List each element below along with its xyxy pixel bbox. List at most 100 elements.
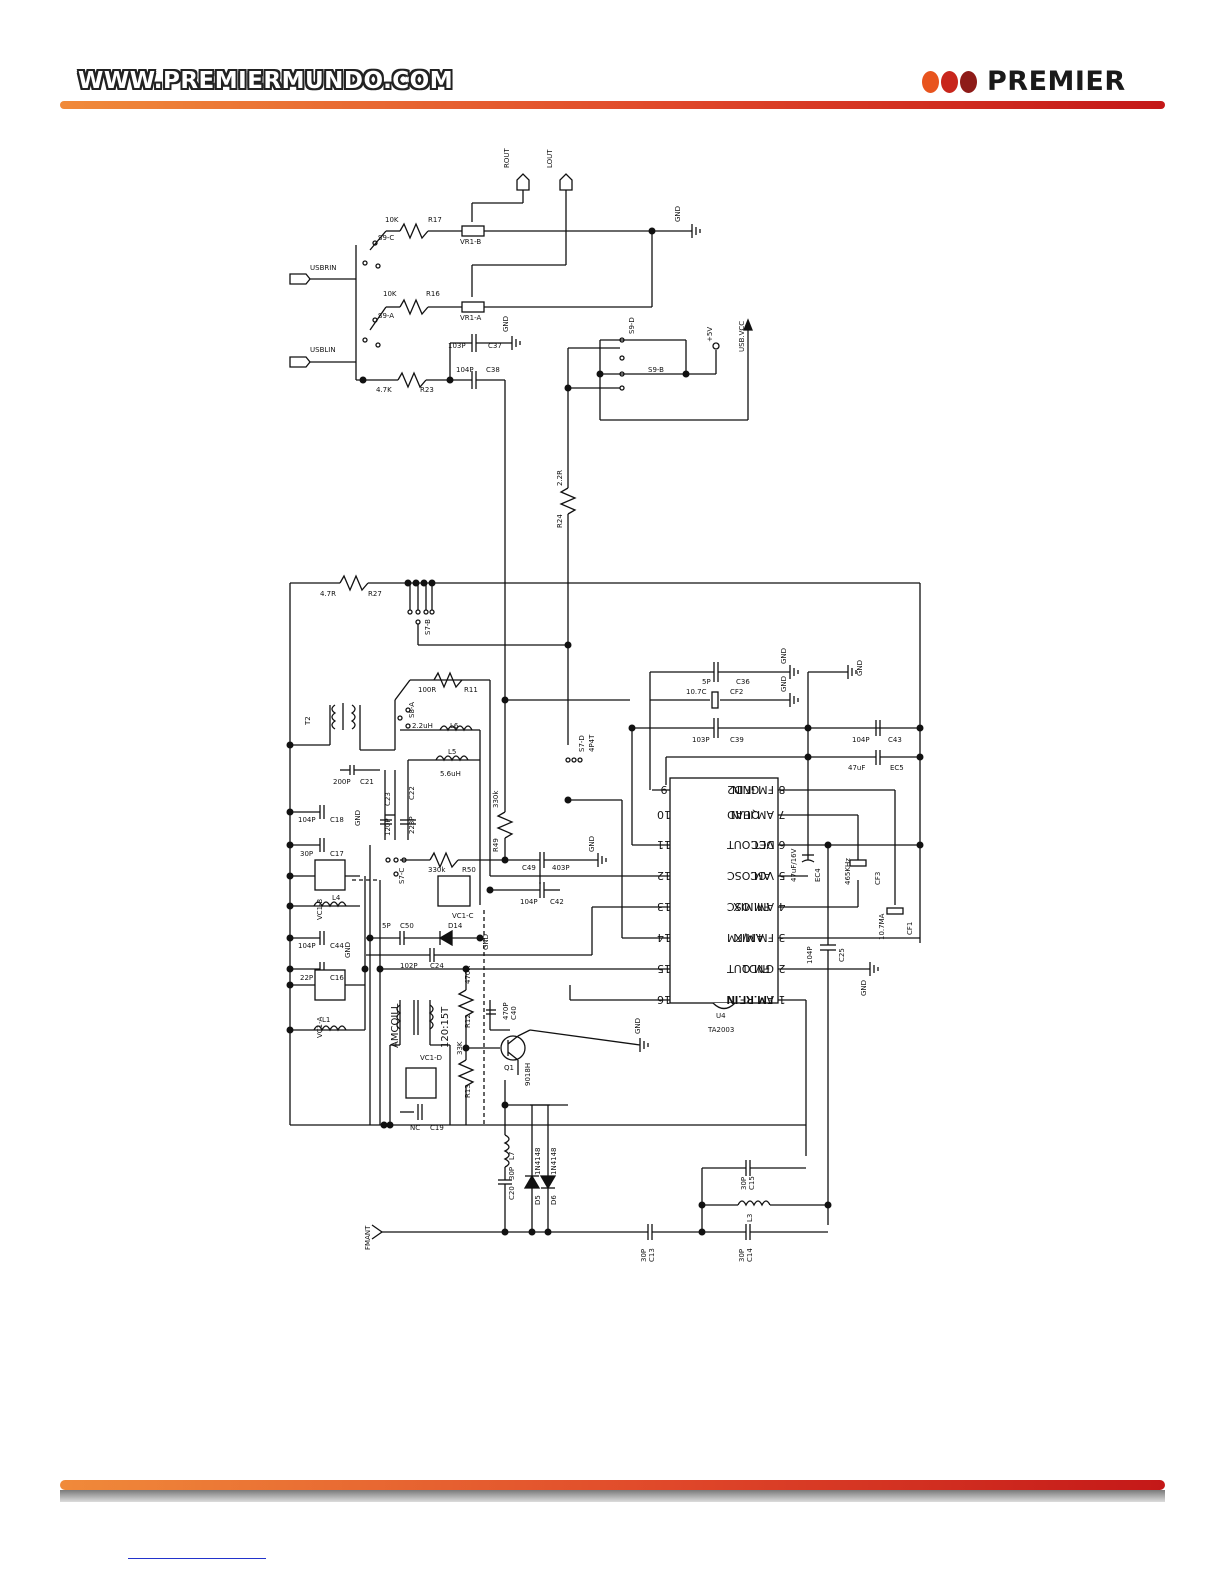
label-c44-val: 104P bbox=[298, 942, 316, 950]
label-r23-val: 4.7K bbox=[376, 386, 392, 394]
label-usbrin: USBRIN bbox=[310, 264, 337, 272]
label-s7d-val: 4P4T bbox=[588, 734, 596, 752]
label-fmant: FMANT bbox=[364, 1225, 372, 1250]
header-bar bbox=[60, 101, 1165, 109]
label-c39: C39 bbox=[730, 736, 744, 744]
label-r13-val: 33K bbox=[456, 1041, 464, 1055]
label-c23-val: 120P bbox=[384, 818, 392, 836]
label-r23: R23 bbox=[420, 386, 434, 394]
label-gnd-q1: GND bbox=[634, 1018, 642, 1034]
label-l4: L4 bbox=[332, 894, 341, 902]
label-gnd-c25: GND bbox=[860, 980, 868, 996]
label-ratio: 120:15T bbox=[440, 1006, 451, 1048]
label-gnd-c37: GND bbox=[502, 316, 510, 332]
label-l3: L3 bbox=[746, 1214, 754, 1222]
label-r24: R24 bbox=[556, 514, 564, 528]
label-c14: C14 bbox=[746, 1248, 754, 1262]
ic-pin-name-left: DET.OUT bbox=[727, 838, 775, 851]
label-s9c: S9-C bbox=[378, 234, 394, 242]
label-c14-val: 30P bbox=[738, 1249, 746, 1262]
label-c25: C25 bbox=[838, 948, 846, 962]
label-amcoil: AMCOILL bbox=[390, 1003, 401, 1048]
label-l6: L6 bbox=[450, 722, 459, 730]
label-c19: C19 bbox=[430, 1124, 444, 1132]
label-c16: C16 bbox=[330, 974, 344, 982]
header-url[interactable]: WWW.PREMIERMUNDO.COM bbox=[78, 68, 454, 94]
label-c39-val: 103P bbox=[692, 736, 710, 744]
label-r17: R17 bbox=[428, 216, 442, 224]
label-c18: C18 bbox=[330, 816, 344, 824]
label-d14: D14 bbox=[448, 922, 463, 930]
label-s9b: S9-B bbox=[648, 366, 664, 374]
label-c20: C20 bbox=[508, 1186, 516, 1200]
label-c17: C17 bbox=[330, 850, 344, 858]
label-c20-val: 30P bbox=[508, 1167, 516, 1180]
label-c22-val: 223P bbox=[408, 816, 416, 834]
label-lout: LOUT bbox=[546, 149, 554, 168]
label-l7: L7 bbox=[508, 1152, 516, 1160]
label-c49-val: 403P bbox=[552, 864, 570, 872]
label-s9a: S9-A bbox=[378, 312, 394, 320]
ic-pin-name-right: FM.IF.IN bbox=[732, 783, 774, 796]
ic-part: TA2003 bbox=[707, 1026, 734, 1034]
wires bbox=[289, 173, 921, 1240]
ic-pin-num-left: 15 bbox=[657, 962, 671, 975]
ic-pin-name-right: AM.IF.IN bbox=[731, 808, 774, 821]
label-vr1a: VR1-A bbox=[460, 314, 481, 322]
ic-pin-num-right: 5 bbox=[779, 869, 786, 882]
ic-pin-name-left: QUAD bbox=[727, 808, 760, 821]
label-c25-val: 104P bbox=[806, 946, 814, 964]
label-c38-val: 104P bbox=[456, 366, 474, 374]
label-d5: D5 bbox=[534, 1195, 542, 1205]
ic-body bbox=[669, 777, 779, 1004]
label-q1-val: 9018H bbox=[524, 1063, 532, 1086]
label-plus5v: +5V bbox=[706, 327, 714, 342]
label-gnd-cf2: GND bbox=[780, 676, 788, 692]
ic-pin-name-left: GND2 bbox=[727, 783, 759, 796]
label-gnd-c36: GND bbox=[780, 648, 788, 664]
label-gnd-c24: GND bbox=[482, 934, 490, 950]
ic-pin-name-left: FM.OUT bbox=[727, 962, 770, 975]
logo-dot-1 bbox=[922, 70, 939, 93]
label-c50-val: 5P bbox=[382, 922, 391, 930]
label-s7c: S7-C bbox=[398, 868, 406, 884]
label-c40: C40 bbox=[510, 1006, 518, 1020]
ic-ref: U4 bbox=[716, 1012, 726, 1020]
ic-pin-name-left: AM.OSC bbox=[727, 869, 771, 882]
label-l6-val: 2.2uH bbox=[412, 722, 433, 730]
footer-link[interactable] bbox=[128, 1558, 266, 1559]
ic-pin-num-left: 11 bbox=[657, 838, 671, 851]
label-gnd-c18: GND bbox=[354, 810, 362, 826]
label-ec4-val: 47uF/16V bbox=[790, 848, 798, 882]
ic-pin-name-left: AM/FM bbox=[727, 931, 764, 944]
label-q1: Q1 bbox=[504, 1064, 514, 1072]
label-c43-val: 104P bbox=[852, 736, 870, 744]
logo-dot-3 bbox=[960, 70, 977, 93]
label-d6: D6 bbox=[550, 1195, 558, 1205]
label-c43: C43 bbox=[888, 736, 902, 744]
ic-pin-name-right: FM.MIX bbox=[734, 931, 774, 944]
footer-bar-shadow bbox=[60, 1490, 1165, 1502]
label-gnd-c49: GND bbox=[588, 836, 596, 852]
label-r49-val: 330k bbox=[492, 790, 500, 808]
label-c15-val: 30P bbox=[740, 1177, 748, 1190]
label-c18-val: 104P bbox=[298, 816, 316, 824]
label-c19-val: NC bbox=[410, 1124, 420, 1132]
label-d6-val: 1N4148 bbox=[550, 1147, 558, 1175]
label-s9d: S9-D bbox=[628, 317, 636, 334]
label-c21: C21 bbox=[360, 778, 374, 786]
label-s8a: S8-A bbox=[408, 702, 416, 718]
label-c24: C24 bbox=[430, 962, 444, 970]
label-ec5: EC5 bbox=[890, 764, 904, 772]
label-r16-val: 10K bbox=[383, 290, 397, 298]
label-cf2-val: 10.7C bbox=[686, 688, 707, 696]
ic-pin-num-right: 2 bbox=[779, 962, 786, 975]
ic-pin-num-left: 10 bbox=[657, 808, 671, 821]
label-r27: R27 bbox=[368, 590, 382, 598]
label-r50-val: 330k bbox=[428, 866, 446, 874]
label-c17-val: 30P bbox=[300, 850, 313, 858]
label-s7b: S7-B bbox=[424, 619, 432, 635]
ic-pin-num-right: 7 bbox=[779, 808, 786, 821]
label-l5: L5 bbox=[448, 748, 456, 756]
